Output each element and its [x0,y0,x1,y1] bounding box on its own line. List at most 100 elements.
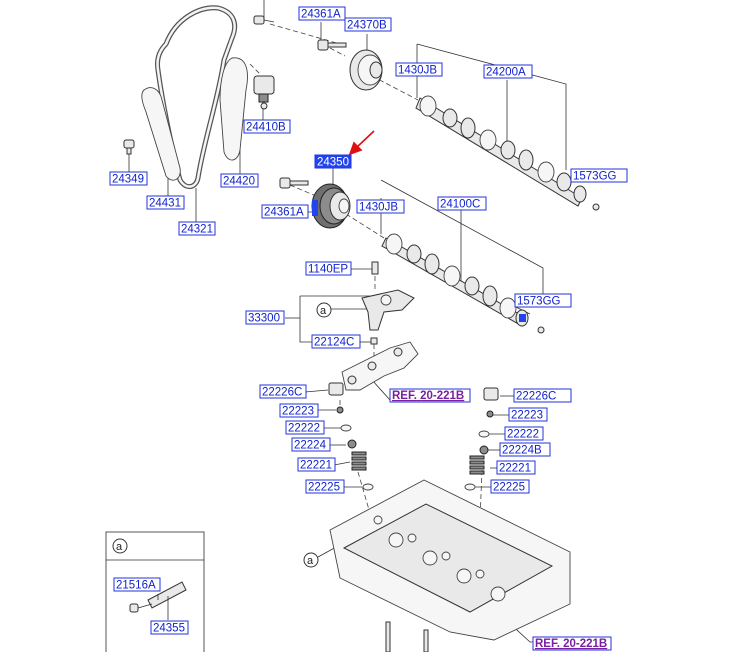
part-label-box [496,460,536,475]
part-label-1573gg-mid[interactable]: 1573GG [514,293,572,308]
part-label-24410b[interactable]: 24410B [243,119,291,134]
part-label-24350[interactable]: 24350 [314,154,352,169]
part-label-box [490,479,530,494]
part-label-text: 22222 [288,423,320,435]
chain-tensioner-24410B [253,75,275,110]
part-label-24361a-top[interactable]: 24361A [298,6,346,21]
part-label-box [314,154,352,169]
part-label-24420[interactable]: 24420 [220,173,259,188]
part-label-text: 22225 [493,482,525,494]
chain-guide-24420 [219,57,248,161]
part-label-1430jb-top[interactable]: 1430JB [395,62,443,77]
part-label-text: 1140EP [308,264,348,276]
part-label-box [146,195,185,210]
part-label-text: 24100C [440,199,480,211]
part-label-text: 22226C [262,387,302,399]
part-label-22222-l[interactable]: 22222 [285,420,325,435]
svg-text:a: a [116,541,123,553]
part-label-1430jb-mid[interactable]: 1430JB [356,199,405,214]
part-label-box [113,577,161,592]
part-label-text: 24355 [153,623,185,635]
camshaft-24100C [381,233,545,334]
part-label-text: 33300 [248,313,280,325]
part-label-box [305,479,345,494]
part-label-22226c-l[interactable]: 22226C [259,384,307,399]
bolt-24349 [123,139,135,155]
timing-chain-assembly [123,5,275,189]
part-label-box [513,388,572,403]
part-label-33300[interactable]: 33300 [245,310,285,325]
part-label-24349[interactable]: 24349 [109,171,148,186]
part-label-text: 22225 [308,482,340,494]
part-label-box [220,173,259,188]
part-label-22221-r[interactable]: 22221 [496,460,536,475]
part-label-1573gg-top[interactable]: 1573GG [570,168,628,183]
part-label-24361a-mid[interactable]: 24361A [261,204,309,219]
part-label-box [298,6,346,21]
part-label-text: 1430JB [398,65,437,77]
part-label-22221-l[interactable]: 22221 [297,457,336,472]
part-label-22224b[interactable]: 22224B [499,442,551,457]
part-label-box [305,261,352,276]
ref-label-mid[interactable]: REF. 20-221B [389,388,471,403]
part-label-24100c[interactable]: 24100C [437,196,487,211]
svg-text:REF. 20-221B: REF. 20-221B [535,638,607,650]
part-label-box [499,442,551,457]
part-label-22222-r[interactable]: 22222 [504,426,544,441]
part-label-box [279,403,319,418]
part-label-24355[interactable]: 24355 [150,620,189,635]
part-label-box [395,62,443,77]
cylinder-head [329,479,571,652]
part-label-21516a[interactable]: 21516A [113,577,161,592]
camshaft-24200A [415,95,600,211]
part-label-text: 22223 [282,406,314,418]
part-label-box [311,334,361,349]
part-label-22224-l[interactable]: 22224 [291,437,331,452]
callout-a-head: a [303,552,319,568]
part-label-box [243,119,291,134]
part-label-box [297,457,336,472]
part-label-24200a[interactable]: 24200A [483,64,533,79]
bracket-33300 [361,261,415,345]
part-label-24431[interactable]: 24431 [146,195,185,210]
part-label-text: 22226C [516,391,556,403]
part-label-22223-r[interactable]: 22223 [508,407,548,422]
ref-prefix: REF. [535,638,560,650]
part-label-text: 21516A [116,580,156,592]
part-label-22223-l[interactable]: 22223 [279,403,319,418]
highlight-pointer-arrow [348,130,375,156]
part-label-text: 24361A [264,207,304,219]
part-label-text: 24431 [149,198,181,210]
bolt-24361A-top [317,39,347,51]
valve-spring-left [351,451,367,471]
part-label-box [285,420,325,435]
part-label-box [504,426,544,441]
part-label-22226c-r[interactable]: 22226C [513,388,572,403]
part-label-text: 24350 [317,157,349,169]
part-label-box [259,384,307,399]
part-label-24370b[interactable]: 24370B [344,17,392,32]
part-label-box [483,64,533,79]
ref-prefix: REF. [392,390,417,402]
part-label-box [178,221,216,236]
part-label-text: 24370B [347,20,387,32]
part-label-text: 22222 [507,429,539,441]
ref-label-bot[interactable]: REF. 20-221B [532,636,612,651]
part-label-text: 22221 [300,460,332,472]
part-label-22225-r[interactable]: 22225 [490,479,530,494]
cam-bracket [341,341,419,391]
part-label-text: 1573GG [517,296,561,308]
part-label-22225-l[interactable]: 22225 [305,479,345,494]
part-label-text: 24420 [223,176,255,188]
part-label-box [437,196,487,211]
part-label-box [570,168,628,183]
bolt-top-chain [253,15,275,25]
valve-train-right [464,387,499,491]
part-label-text: 24321 [181,224,213,236]
part-label-1140ep[interactable]: 1140EP [305,261,352,276]
part-label-22124c[interactable]: 22124C [311,334,361,349]
svg-text:REF. 20-221B: REF. 20-221B [392,390,464,402]
part-label-24321[interactable]: 24321 [178,221,216,236]
